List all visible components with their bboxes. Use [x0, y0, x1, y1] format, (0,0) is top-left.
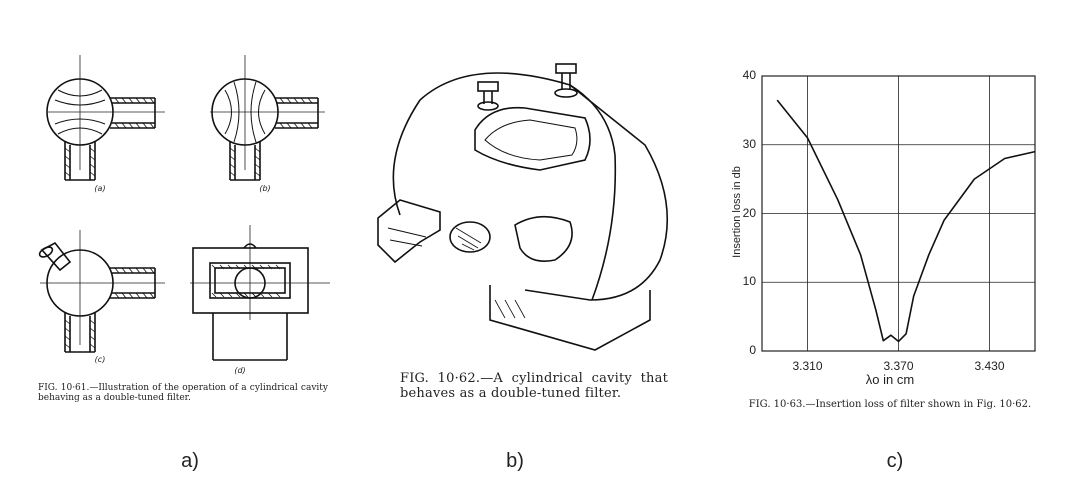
x-axis-label: λo in cm — [865, 372, 915, 387]
sublabel-c: (c) — [94, 355, 106, 364]
panel-a-figure: (a) (b) (c) (d) FIG. 10·61.—Illustration… — [0, 0, 360, 485]
y-tick-label: 30 — [742, 136, 756, 151]
sublabel-a: (a) — [94, 184, 106, 193]
diagram-c — [38, 230, 165, 353]
panel-label: b) — [506, 450, 524, 472]
panel-c-figure: Insertion loss in db λo in cm FIG. 10·63… — [690, 0, 1080, 485]
figure-caption: FIG. 10·62.—A cylindrical cavity that be… — [400, 371, 668, 401]
x-tick-label: 3.310 — [792, 359, 823, 373]
diagram-b — [210, 55, 325, 181]
x-tick-label: 3.430 — [974, 359, 1005, 373]
y-tick-label: 0 — [749, 343, 756, 357]
y-tick-label: 40 — [742, 68, 756, 82]
panel-label: c) — [886, 450, 904, 472]
x-tick-label: 3.370 — [883, 359, 914, 373]
filter-operation-diagrams — [38, 55, 330, 361]
insertion-loss-chart — [761, 75, 1036, 352]
sublabel-d: (d) — [234, 366, 246, 375]
cylindrical-cavity-illustration — [377, 63, 669, 351]
sublabel-b: (b) — [259, 184, 271, 193]
panel-label: a) — [181, 450, 199, 472]
y-tick-label: 20 — [742, 205, 756, 220]
panel-b-figure: FIG. 10·62.—A cylindrical cavity that be… — [360, 0, 690, 485]
diagram-d — [190, 225, 330, 361]
y-tick-label: 10 — [742, 274, 756, 289]
figure-caption: FIG. 10·63.—Insertion loss of filter sho… — [748, 399, 1032, 410]
series-line — [776, 99, 1036, 343]
figure-caption: FIG. 10·61.—Illustration of the operatio… — [38, 383, 328, 404]
diagram-a — [46, 55, 165, 181]
